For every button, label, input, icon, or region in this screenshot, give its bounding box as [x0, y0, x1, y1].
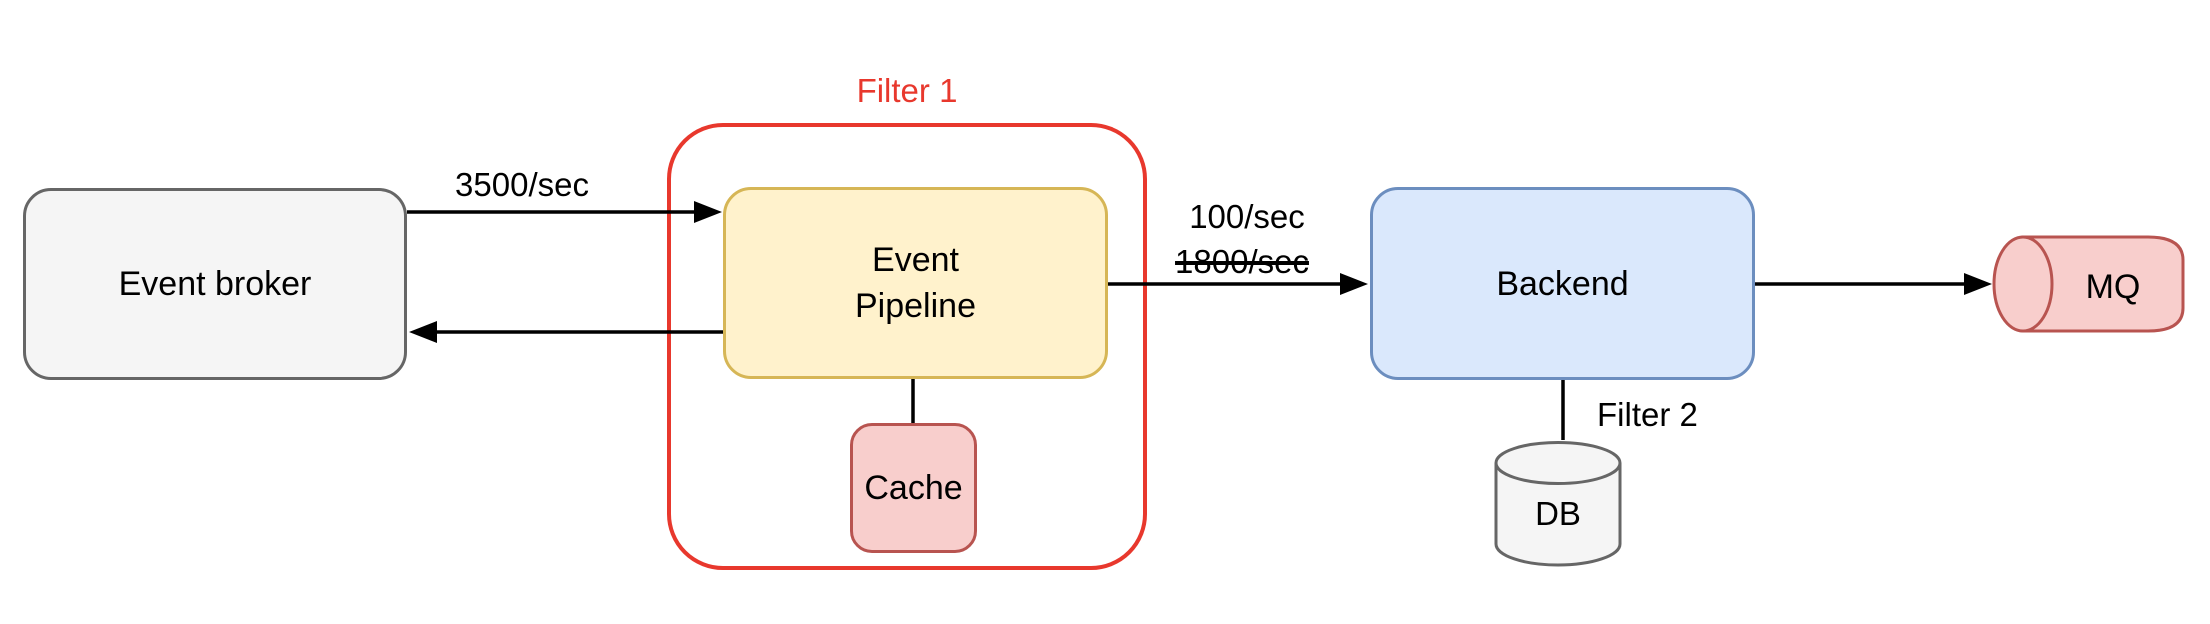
mq-label: MQ	[2085, 268, 2141, 306]
node-event-pipeline: Event Pipeline	[723, 187, 1108, 379]
node-backend: Backend	[1370, 187, 1755, 380]
mq-cylinder-icon	[1992, 235, 2185, 333]
db-cylinder-icon	[1494, 441, 1622, 567]
mq-cylinder-body	[2021, 235, 2185, 333]
rate-current-label: 100/sec	[1185, 198, 1309, 236]
event-broker-label: Event broker	[118, 265, 312, 303]
node-event-broker: Event broker	[23, 188, 407, 380]
event-pipeline-label: Event Pipeline	[855, 237, 976, 329]
db-cylinder-body	[1494, 463, 1622, 567]
cache-label: Cache	[864, 469, 963, 507]
arrowhead-broker-to-pipeline	[694, 201, 722, 223]
arrowhead-pipeline-to-broker	[409, 321, 437, 343]
event-pipeline-label-line1: Event	[872, 241, 959, 279]
db-label: DB	[1535, 495, 1581, 532]
arrowhead-backend-to-mq	[1964, 273, 1992, 295]
node-cache: Cache	[850, 423, 977, 553]
db-cylinder-top	[1494, 441, 1622, 485]
filter2-label: Filter 2	[1597, 396, 1698, 433]
rate-in-label: 3500/sec	[451, 166, 593, 204]
mq-cylinder-cap	[1992, 235, 2054, 333]
filter1-group-label: Filter 1	[856, 72, 958, 109]
event-pipeline-label-line2: Pipeline	[855, 287, 976, 325]
arrowhead-pipeline-to-backend	[1340, 273, 1368, 295]
backend-label: Backend	[1496, 264, 1629, 303]
rate-old-crossed-out-label: 1800/sec	[1171, 243, 1313, 281]
filter1-group-box	[667, 123, 1147, 570]
